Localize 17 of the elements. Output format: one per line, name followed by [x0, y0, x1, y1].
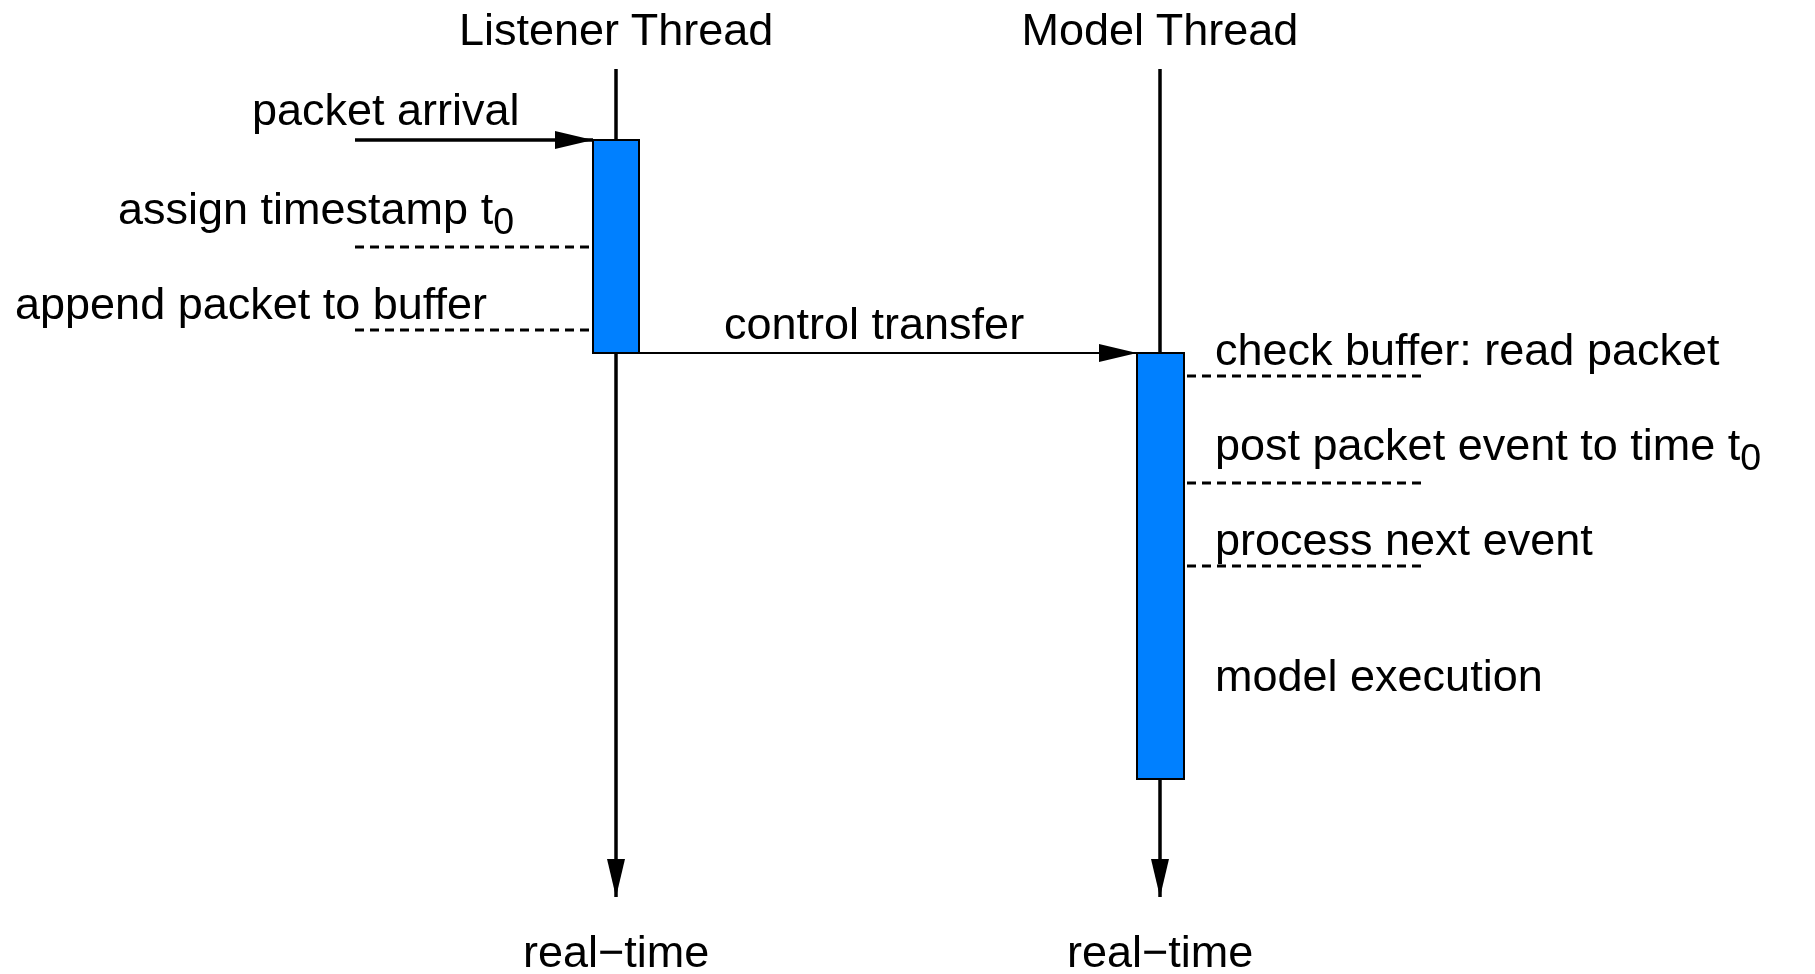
thread-title: Listener Thread [459, 4, 774, 56]
axis-label: real−time [1067, 926, 1254, 974]
step-label: model execution [1215, 650, 1543, 702]
leader-line [1184, 564, 1421, 568]
arrow [355, 131, 593, 149]
step-label: post packet event to time t$_{0}$ [1215, 419, 1762, 483]
thread-title: Model Thread [1021, 4, 1299, 56]
leader-line [1184, 481, 1421, 485]
step-label: assign timestamp t$_{0}$ [118, 183, 514, 247]
step-label: append packet to buffer [15, 278, 488, 330]
activation-bar [592, 139, 640, 354]
axis-label: real−time [523, 926, 710, 974]
step-label: process next event [1215, 514, 1593, 566]
leader-line [1184, 374, 1421, 378]
arrow [638, 344, 1138, 362]
step-label: check buffer: read packet [1215, 324, 1720, 376]
activation-bar [1136, 352, 1185, 780]
